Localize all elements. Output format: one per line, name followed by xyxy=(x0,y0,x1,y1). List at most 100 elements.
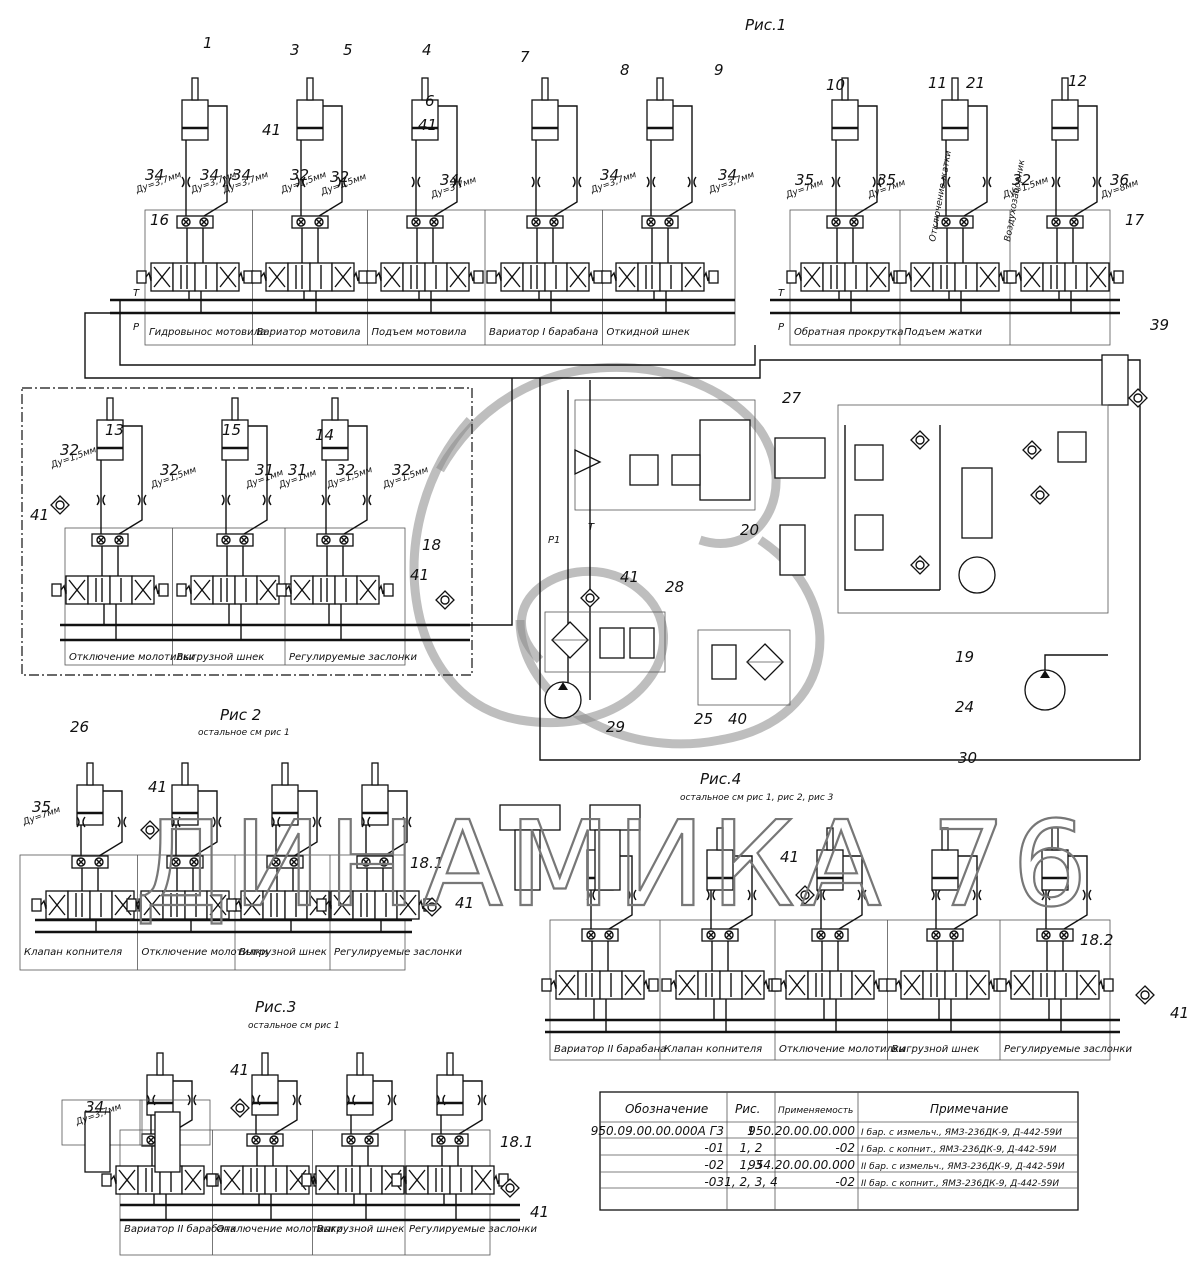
cylinder-rod xyxy=(541,77,549,101)
throttle-mark xyxy=(857,889,867,901)
throttle xyxy=(646,176,656,188)
throttle xyxy=(271,816,281,828)
pipe-line xyxy=(412,218,420,226)
check-ball xyxy=(800,890,810,900)
pipe-line xyxy=(375,271,382,282)
manifold xyxy=(1036,928,1074,942)
section-label: Отключение молотилки xyxy=(217,1224,344,1235)
directional-valve xyxy=(136,262,254,292)
manifold-block xyxy=(926,928,964,942)
pipe-line xyxy=(408,1169,426,1191)
restrictor-number: 32 xyxy=(392,461,411,479)
throttle-mark xyxy=(251,1094,261,1106)
valve-cell xyxy=(242,1165,266,1195)
check-ball xyxy=(915,560,925,570)
check-ball xyxy=(94,857,104,867)
manifold-block xyxy=(356,855,394,869)
section-label: Регулируемые заслонки xyxy=(1004,1044,1132,1055)
pipe-line xyxy=(903,974,921,996)
port-P1: P1 xyxy=(548,535,560,546)
throttle-mark xyxy=(137,494,147,506)
throttle-mark xyxy=(387,1094,397,1106)
pipe-line xyxy=(678,974,696,996)
part-number: 41 xyxy=(230,1061,249,1079)
pipe-line xyxy=(252,1136,260,1144)
throttle-mark xyxy=(831,176,841,188)
manifold xyxy=(936,215,974,229)
table-cell: II бар. с копнит., ЯМЗ-236ДК-9, Д-442-59… xyxy=(861,1179,1059,1189)
directional-valve xyxy=(996,970,1114,1000)
cylinder-rod xyxy=(156,1052,164,1076)
check-ball xyxy=(724,930,734,940)
valve-element xyxy=(629,454,659,486)
cylinder-body xyxy=(941,99,969,141)
pipe-line xyxy=(795,271,802,282)
throttle xyxy=(1092,176,1102,188)
part-number: 41 xyxy=(780,848,799,866)
cylinder-rod xyxy=(331,397,339,421)
throttle-mark xyxy=(361,816,371,828)
check-ball xyxy=(296,217,306,227)
cylinder-body xyxy=(531,99,559,141)
part-number: 28 xyxy=(665,578,684,596)
section-label: Подъем жатки xyxy=(904,327,982,338)
manifold-block xyxy=(91,533,129,547)
pipe-line xyxy=(290,858,298,866)
relief-valve xyxy=(599,627,625,659)
solenoid xyxy=(601,270,612,284)
hydraulic-cylinder xyxy=(251,1052,279,1116)
check-ball xyxy=(269,1135,279,1145)
solenoid xyxy=(886,978,897,992)
directional-valve xyxy=(601,262,719,292)
manifold xyxy=(266,855,304,869)
check-ball xyxy=(364,1135,374,1145)
pipe-line xyxy=(873,978,880,990)
check-ball xyxy=(646,217,656,227)
pipe-line xyxy=(550,218,558,226)
solenoid xyxy=(158,583,169,597)
port-T: T xyxy=(778,288,785,299)
part-number: 41 xyxy=(620,568,639,586)
check-ball xyxy=(411,217,421,227)
check-body xyxy=(910,555,930,575)
pipe-line xyxy=(347,1136,355,1144)
directional-valve xyxy=(126,890,244,920)
pipe-line xyxy=(243,425,268,535)
check-valve xyxy=(1030,485,1050,505)
throttle xyxy=(1041,889,1051,901)
pipe-line xyxy=(147,1136,155,1144)
manifold-block xyxy=(71,855,109,869)
hydraulic-cylinder xyxy=(1041,827,1069,891)
manifold-block xyxy=(1046,215,1084,229)
pipe-line xyxy=(532,218,540,226)
valve-cell xyxy=(337,1165,361,1195)
pipe-line xyxy=(293,790,318,857)
pipe-line xyxy=(670,979,677,990)
solenoid xyxy=(101,1173,112,1187)
cylinder-body xyxy=(646,99,674,141)
section-label: Вариатор мотовила xyxy=(257,327,361,338)
throttle-mark xyxy=(271,816,281,828)
part-number: 18.2 xyxy=(1080,931,1113,949)
pipe-line xyxy=(1098,978,1105,990)
pipe-line xyxy=(260,271,267,282)
cylinder-rod xyxy=(261,1052,269,1076)
check-ball xyxy=(849,217,859,227)
hydraulic-cylinder xyxy=(76,762,104,826)
table-cell: -02 xyxy=(704,1158,724,1172)
section-frame xyxy=(64,527,406,666)
throttle xyxy=(296,176,306,188)
directional-valve xyxy=(251,262,369,292)
check-ball xyxy=(549,217,559,227)
throttle xyxy=(402,816,412,828)
check-ball xyxy=(949,930,959,940)
pipe-line xyxy=(1015,271,1022,282)
solenoid xyxy=(661,978,672,992)
section-label: Отключение молотилки xyxy=(142,947,269,958)
manifold xyxy=(926,928,964,942)
solenoid xyxy=(366,270,377,284)
section-label: Выгрузной шнек xyxy=(317,1224,405,1235)
restrictor-number: 34 xyxy=(600,166,619,184)
pipe-line xyxy=(325,899,332,910)
throttle-mark xyxy=(181,176,191,188)
